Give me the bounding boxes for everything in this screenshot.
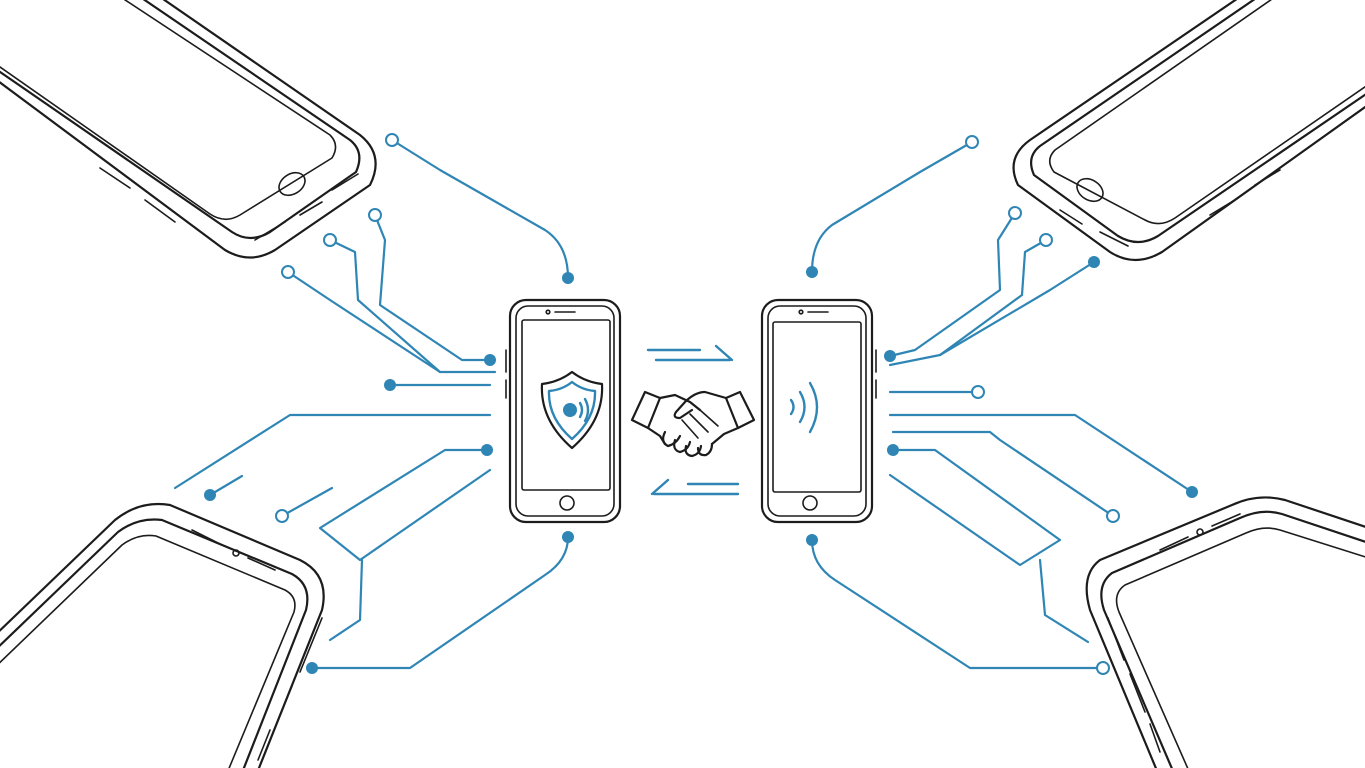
- circuit-node: [1106, 509, 1120, 523]
- top-left-phone: [0, 0, 377, 259]
- right-center-phone: [760, 298, 877, 524]
- circuit-node: [1096, 661, 1110, 675]
- circuit-node: [204, 489, 216, 501]
- circuit-node: [965, 135, 979, 149]
- shield-icon: [540, 370, 604, 450]
- circuit-node: [275, 509, 289, 523]
- wireless-signal-icon: [789, 381, 819, 434]
- home-button: [278, 171, 306, 197]
- arrow-left-icon: [650, 478, 740, 496]
- circuit-node: [971, 385, 985, 399]
- arrow-right-icon: [646, 344, 734, 362]
- circuit-node: [306, 662, 318, 674]
- home-button: [559, 495, 575, 511]
- circuit-node: [281, 265, 295, 279]
- circuit-node: [1088, 256, 1100, 268]
- right-circuit-traces: [810, 140, 1194, 670]
- circuit-node: [887, 444, 899, 456]
- home-button: [1076, 177, 1104, 203]
- left-center-phone: [505, 298, 622, 524]
- handshake-icon: [630, 390, 756, 458]
- circuit-node: [806, 266, 818, 278]
- circuit-node: [368, 208, 382, 222]
- circuit-node: [481, 444, 493, 456]
- circuit-node: [562, 272, 574, 284]
- circuit-node: [384, 379, 396, 391]
- circuit-node: [1008, 206, 1022, 220]
- circuit-node: [484, 354, 496, 366]
- bottom-right-phone: [1085, 496, 1365, 768]
- circuit-endpoints: [204, 133, 1198, 675]
- top-right-phone: [1012, 0, 1365, 262]
- circuit-node: [806, 534, 818, 546]
- circuit-node: [1186, 486, 1198, 498]
- circuit-node: [562, 531, 574, 543]
- circuit-node: [323, 233, 337, 247]
- bottom-left-phone: [0, 502, 325, 768]
- circuit-node: [1039, 233, 1053, 247]
- circuit-node: [385, 133, 399, 147]
- home-button: [802, 495, 818, 511]
- circuit-node: [884, 350, 896, 362]
